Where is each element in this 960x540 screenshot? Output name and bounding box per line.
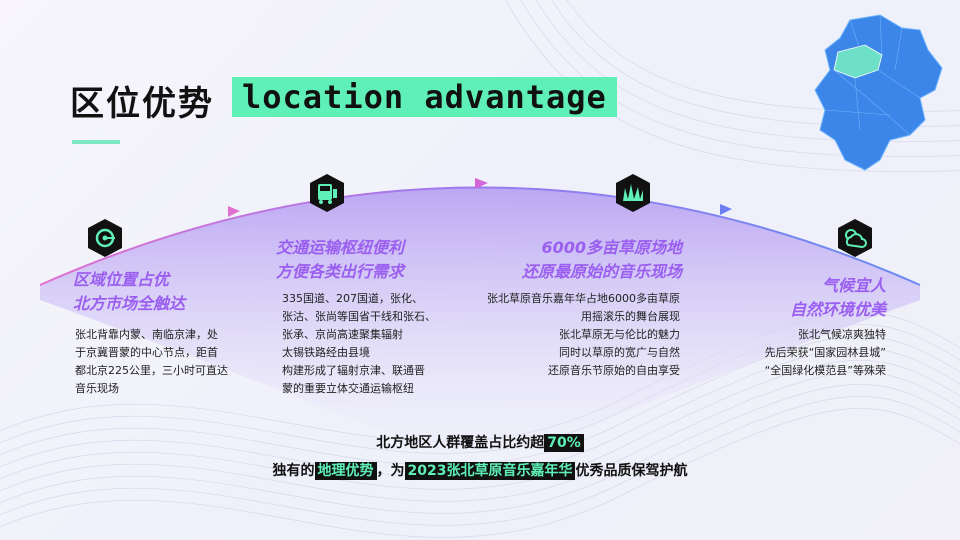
feature-location-title: 区域位置占优北方市场全触达: [73, 270, 186, 313]
title-underline: [72, 140, 120, 144]
highlight-event-name: 2023张北草原音乐嘉年华: [404, 462, 576, 480]
arrow-marker-1: [228, 206, 240, 217]
feature-transport-text: 335国道、207国道，张化、张沽、张尚等国省干线和张石、 张承、京尚高速聚集辐…: [282, 292, 436, 395]
page-title-en: location advantage: [232, 77, 617, 117]
arrow-marker-3: [720, 204, 732, 215]
feature-grassland-text: 张北草原音乐嘉年华占地6000多亩草原用摇滚乐的舞台展现 张北草原无与伦比的魅力…: [487, 292, 680, 377]
arc-area: [40, 187, 920, 470]
feature-grassland-title: 6000多亩草原场地还原最原始的音乐现场: [521, 238, 682, 281]
location-target-icon: [84, 217, 126, 259]
feature-climate-title: 气候宜人自然环境优美: [789, 276, 886, 319]
page-title: 区位优势: [70, 84, 214, 124]
grass-icon: [612, 172, 654, 214]
bus-icon: [306, 172, 348, 214]
region-map: [814, 14, 943, 171]
highlight-percent: 70%: [544, 434, 584, 452]
feature-climate-text: 张北气候凉爽独特先后荣获“国家园林县城” “全国绿化模范县”等殊荣: [764, 328, 886, 377]
arc-line: [39, 186, 921, 286]
map-outline: [814, 14, 943, 171]
feature-transport-title: 交通运输枢纽便利方便各类出行需求: [276, 238, 405, 281]
weather-icon: [834, 217, 876, 259]
arrow-marker-2: [475, 178, 488, 189]
feature-location-text: 张北背靠内蒙、南临京津，处于京冀晋蒙的中心节点，距首 都北京225公里，三小时可…: [75, 328, 228, 395]
highlight-geo-advantage: 地理优势: [314, 462, 377, 480]
